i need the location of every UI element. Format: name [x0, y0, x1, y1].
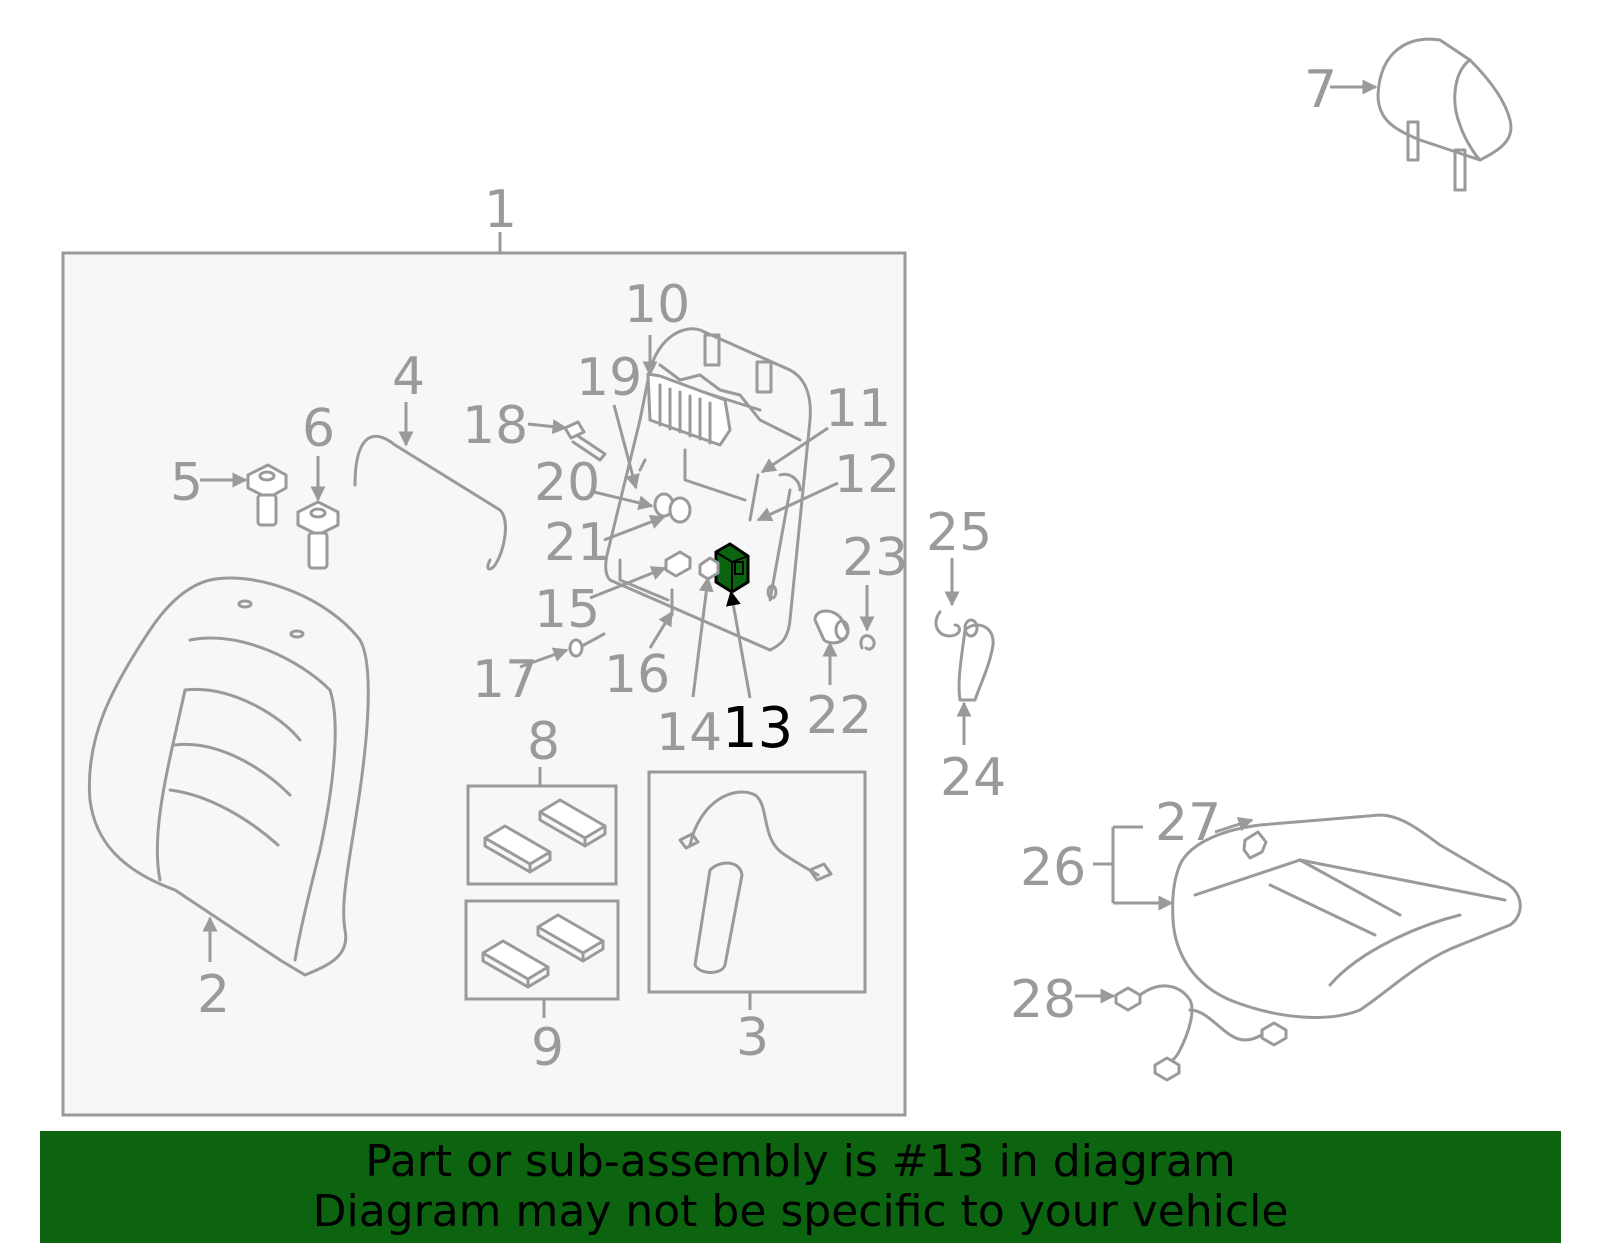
part-8-pads	[483, 798, 607, 874]
part-27-clip	[1242, 830, 1268, 860]
part-13-highlighted	[714, 542, 750, 594]
callout-15: 15	[534, 580, 600, 640]
part-3-airbag-box	[647, 770, 867, 994]
callout-22: 22	[806, 686, 872, 746]
callout-11: 11	[825, 379, 891, 439]
part-5-guide	[246, 463, 288, 527]
part-23-clip	[859, 634, 876, 651]
callout-9: 9	[531, 1018, 564, 1078]
part-24-handle	[957, 618, 995, 702]
part-20-knob	[653, 492, 692, 524]
part-7-headrest	[1376, 37, 1513, 192]
part-18-bolt	[563, 420, 607, 462]
callout-2: 2	[197, 965, 230, 1025]
banner-line-disclaimer: Diagram may not be specific to your vehi…	[312, 1186, 1289, 1237]
callout-14: 14	[656, 703, 722, 763]
info-banner: Part or sub-assembly is #13 in diagram D…	[40, 1131, 1561, 1243]
callout-20: 20	[534, 453, 600, 513]
callout-12: 12	[834, 445, 900, 505]
seat-back-assembly-panel	[61, 251, 907, 1117]
callout-5: 5	[170, 453, 203, 513]
callout-3: 3	[736, 1008, 769, 1068]
callout-19: 19	[576, 348, 642, 408]
callout-8: 8	[527, 712, 560, 772]
callout-16: 16	[604, 645, 670, 705]
part-9-pads	[481, 913, 605, 989]
banner-line-part: Part or sub-assembly is #13 in diagram	[365, 1136, 1236, 1187]
part-10-seat-back-frame	[604, 327, 812, 652]
callout-23: 23	[842, 528, 908, 588]
part-14	[698, 556, 720, 581]
part-9-pads-box	[464, 899, 620, 1001]
callout-27: 27	[1155, 793, 1221, 853]
part-28-wire-harness	[1114, 984, 1288, 1082]
part-25-hook	[934, 610, 961, 638]
part-13-leader	[725, 590, 752, 699]
callout-10: 10	[624, 275, 690, 335]
callout-21: 21	[544, 513, 610, 573]
callout-7: 7	[1304, 60, 1337, 120]
part-3-airbag	[678, 790, 833, 974]
callout-18: 18	[462, 396, 528, 456]
callout-28: 28	[1010, 970, 1076, 1030]
callout-1: 1	[484, 180, 517, 240]
part-4-wire	[353, 434, 507, 571]
part-17-screw	[568, 632, 606, 658]
callout-13-highlighted: 13	[722, 696, 793, 761]
callout-17: 17	[472, 650, 538, 710]
callout-25: 25	[926, 503, 992, 563]
callout-6: 6	[302, 399, 335, 459]
callout-26: 26	[1020, 838, 1086, 898]
part-2-seat-back-cover	[87, 576, 370, 977]
part-26-seat-cushion	[1171, 813, 1522, 1019]
callout-24: 24	[940, 748, 1006, 808]
callout-4: 4	[392, 347, 425, 407]
part-6-guide	[296, 500, 340, 570]
part-8-pads-box	[466, 784, 618, 886]
